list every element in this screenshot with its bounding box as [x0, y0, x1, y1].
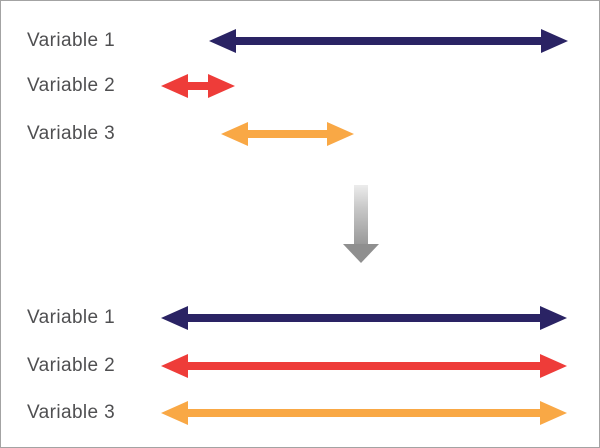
down-arrow-head — [343, 244, 379, 263]
variable-1-range-arrow-bottom — [161, 306, 567, 330]
arrow-left-head-icon — [161, 306, 188, 330]
variable-3-range-arrow-bottom — [161, 401, 567, 425]
arrow-shaft — [188, 82, 208, 90]
arrow-shaft — [188, 409, 540, 417]
arrow-right-head-icon — [540, 401, 567, 425]
variable-1-label-top: Variable 1 — [27, 30, 116, 51]
arrow-shaft — [188, 362, 540, 370]
arrow-left-head-icon — [161, 401, 188, 425]
variable-2-label-bottom: Variable 2 — [27, 355, 116, 376]
arrow-shaft — [248, 130, 327, 138]
arrow-right-head-icon — [540, 306, 567, 330]
arrow-left-head-icon — [209, 29, 236, 53]
variable-3-label-bottom: Variable 3 — [27, 402, 116, 423]
variable-3-range-arrow-top — [221, 122, 354, 146]
arrow-left-head-icon — [161, 74, 188, 98]
variable-2-range-arrow-top — [161, 74, 235, 98]
arrow-left-head-icon — [221, 122, 248, 146]
arrow-right-head-icon — [540, 354, 567, 378]
arrow-right-head-icon — [541, 29, 568, 53]
down-arrow-shaft — [354, 185, 368, 244]
arrow-shaft — [236, 37, 541, 45]
arrow-right-head-icon — [208, 74, 235, 98]
arrow-shaft — [188, 314, 540, 322]
down-arrow-icon — [343, 185, 379, 263]
variable-2-label-top: Variable 2 — [27, 75, 116, 96]
variable-3-label-top: Variable 3 — [27, 123, 116, 144]
variable-1-range-arrow-top — [209, 29, 568, 53]
variable-2-range-arrow-bottom — [161, 354, 567, 378]
arrow-right-head-icon — [327, 122, 354, 146]
variable-1-label-bottom: Variable 1 — [27, 307, 116, 328]
arrow-left-head-icon — [161, 354, 188, 378]
